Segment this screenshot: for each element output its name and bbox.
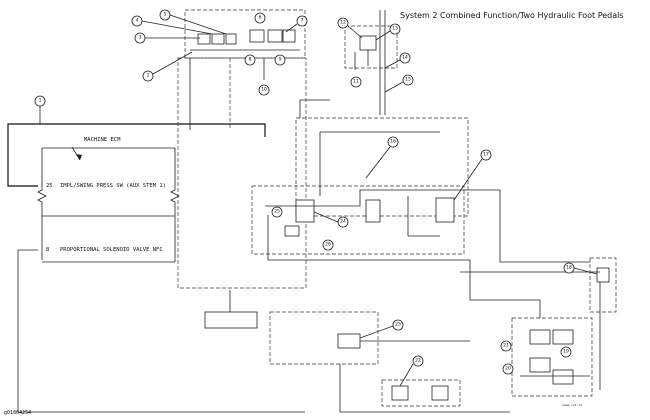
svg-text:9: 9 xyxy=(279,57,282,63)
callout-8: 8 xyxy=(244,54,256,66)
callout-14: 14 xyxy=(399,52,411,64)
svg-text:18: 18 xyxy=(566,265,572,271)
right-valve-group xyxy=(460,190,617,390)
ecm-pin-8-text: PROPORTIONAL SOLENOID VALVE NFC xyxy=(60,247,163,253)
main-enclosure xyxy=(295,117,469,217)
svg-text:11: 11 xyxy=(353,79,359,85)
bottom-valves xyxy=(204,290,510,413)
svg-text:17: 17 xyxy=(483,152,489,158)
callout-4: 4 xyxy=(131,15,143,27)
svg-text:19: 19 xyxy=(563,349,569,355)
svg-text:6: 6 xyxy=(259,15,262,21)
machine-ecm: MACHINE ECM 25 IMPL/SWING PRESS SW (AUX … xyxy=(37,137,180,263)
callouts: 1 2 3 4 5 6 7 8 9 10 11 12 13 14 15 16 1… xyxy=(34,9,575,375)
svg-text:1: 1 xyxy=(39,98,42,104)
svg-text:13: 13 xyxy=(392,26,398,32)
callout-2: 2 xyxy=(142,70,154,82)
svg-text:22: 22 xyxy=(415,358,421,364)
callout-18: 18 xyxy=(563,262,575,274)
svg-text:26: 26 xyxy=(325,242,331,248)
callout-13: 13 xyxy=(389,23,401,35)
diagram-title: System 2 Combined Function/Two Hydraulic… xyxy=(400,11,624,20)
callout-5: 5 xyxy=(159,9,171,21)
svg-text:10: 10 xyxy=(261,87,267,93)
callout-26: 26 xyxy=(322,239,334,251)
svg-text:5: 5 xyxy=(164,12,167,18)
svg-text:2: 2 xyxy=(147,73,150,79)
callout-7: 7 xyxy=(296,15,308,27)
callout-10: 10 xyxy=(258,84,270,96)
figure-id: g01864254 xyxy=(4,410,31,416)
svg-text:21: 21 xyxy=(503,343,509,349)
svg-text:23: 23 xyxy=(395,322,401,328)
svg-text:20: 20 xyxy=(505,366,511,372)
svg-text:24: 24 xyxy=(340,219,346,225)
svg-text:8: 8 xyxy=(249,57,252,63)
corner-note: some-ref-id xyxy=(562,403,582,407)
svg-text:3: 3 xyxy=(139,35,142,41)
bottom-manifold xyxy=(511,300,593,397)
pedal-valve-cluster xyxy=(184,9,306,130)
callout-6: 6 xyxy=(254,12,266,24)
foot-pedal-valve xyxy=(344,10,398,115)
ecm-pin-25-text: IMPL/SWING PRESS SW (AUX STEM 1) xyxy=(60,183,166,189)
callout-24: 24 xyxy=(337,216,349,228)
svg-text:25: 25 xyxy=(274,209,280,215)
callout-12: 12 xyxy=(337,17,349,29)
ecm-pin-8: 8 xyxy=(46,247,49,253)
svg-text:16: 16 xyxy=(390,139,396,145)
callout-16: 16 xyxy=(387,136,399,148)
callout-1: 1 xyxy=(34,95,46,107)
callout-3: 3 xyxy=(134,32,146,44)
callout-22: 22 xyxy=(412,355,424,367)
callout-11: 11 xyxy=(350,76,362,88)
leader-lines xyxy=(39,14,598,387)
svg-text:4: 4 xyxy=(136,18,139,24)
svg-text:15: 15 xyxy=(405,77,411,83)
callout-15: 15 xyxy=(402,74,414,86)
svg-text:12: 12 xyxy=(340,20,346,26)
control-enclosure xyxy=(251,185,465,255)
callout-23: 23 xyxy=(392,319,404,331)
main-control-valve xyxy=(265,99,540,301)
ecm-pin-25: 25 xyxy=(46,183,53,189)
svg-text:7: 7 xyxy=(301,18,304,24)
svg-text:14: 14 xyxy=(402,55,408,61)
ecm-label: MACHINE ECM xyxy=(84,137,121,143)
pilot-enclosure xyxy=(177,57,307,289)
callout-17: 17 xyxy=(480,149,492,161)
callout-21: 21 xyxy=(500,340,512,352)
callout-25: 25 xyxy=(271,206,283,218)
callout-20: 20 xyxy=(502,363,514,375)
callout-19: 19 xyxy=(560,346,572,358)
callout-9: 9 xyxy=(274,54,286,66)
